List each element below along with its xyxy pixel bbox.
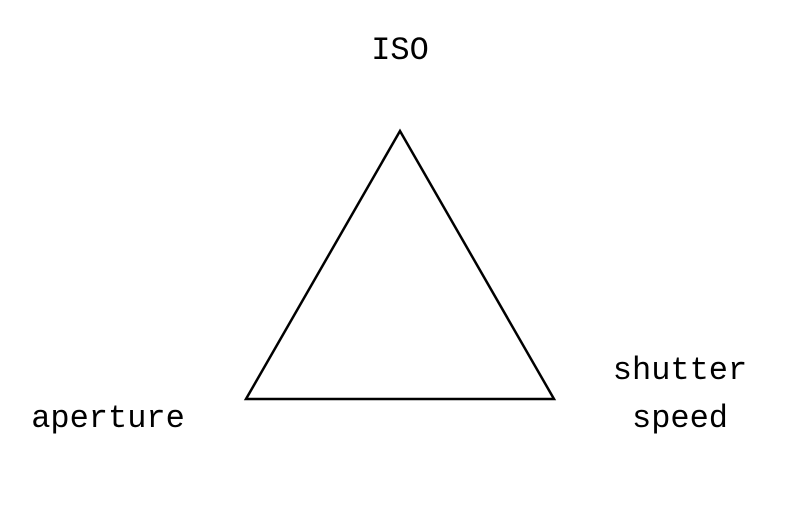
label-shutter: shutter [613,352,747,389]
label-aperture: aperture [31,400,185,437]
triangle [243,128,557,401]
label-speed: speed [632,400,728,437]
label-iso: ISO [371,32,429,69]
